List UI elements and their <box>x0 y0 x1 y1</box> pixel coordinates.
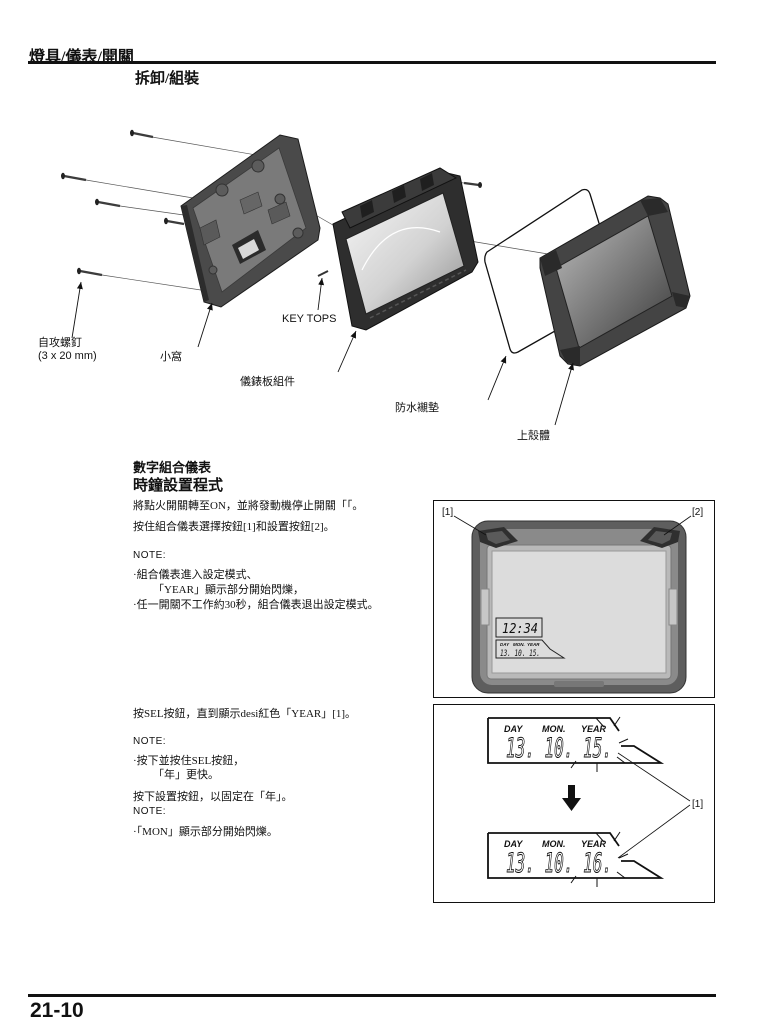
lcd-mon-label: MON. <box>542 724 566 734</box>
flash-rays <box>570 831 629 887</box>
lcd-before: DAY MON. YEAR 13. 10. 15. <box>487 716 665 772</box>
rear-cover-label: 小窩 <box>160 349 182 363</box>
step-3-text: 按SEL按鈕，直到顯示desi紅色「YEAR」[1]。 <box>133 708 357 720</box>
select-button <box>478 527 518 548</box>
set-callout-line <box>663 515 692 536</box>
lcd-year-label: YEAR <box>581 724 607 734</box>
upper-case-label: 上殼體 <box>517 429 550 442</box>
screen <box>491 550 667 674</box>
step-4-text: 按下設置按鈕，以固定在「年」。 <box>133 791 293 803</box>
lcd-year-label: YEAR <box>581 839 607 849</box>
gasket-leader <box>487 355 507 401</box>
self-tapping-screws <box>61 129 482 277</box>
step-2-text: 按住組合儀表選擇按鈕[1]和設置按鈕[2]。 <box>133 521 335 533</box>
screw <box>95 198 121 208</box>
lcd-date-frame <box>495 639 566 659</box>
lcd-day-label: DAY <box>500 642 510 647</box>
set-button <box>640 527 680 548</box>
screw <box>164 217 185 226</box>
meter-buttons-figure: [1] [2] 12:34 DAY MON. YEAR 13. 10. 15. <box>433 500 715 698</box>
lcd-day-label: DAY <box>504 839 523 849</box>
procedure-title: 時鐘設置程式 <box>133 478 224 494</box>
lcd-year-label: YEAR <box>527 642 540 647</box>
set-button-callout: [2] <box>692 507 703 518</box>
lcd-mon-label: MON. <box>542 839 566 849</box>
meter-assembly-label: 儀錶板組件 <box>240 374 295 388</box>
note-label: NOTE: <box>133 736 167 747</box>
lcd-date: 13. 10. 15. <box>506 733 612 764</box>
flash-rays <box>570 716 629 772</box>
guide-line <box>101 274 215 293</box>
upper-case-leader <box>554 362 574 426</box>
rear-cover <box>180 134 321 308</box>
year-digits-callout: [1] <box>692 799 703 810</box>
lcd-display: 12:34 DAY MON. YEAR 13. 10. 15. <box>495 617 566 659</box>
lcd-date: 13. 10. 15. <box>500 649 540 659</box>
lcd-clock: 12:34 <box>502 622 538 637</box>
lcd-frame <box>487 832 665 879</box>
section-title: 拆卸/組裝 <box>135 71 200 87</box>
note-line: ·「MON」顯示部分開始閃爍。 <box>133 826 278 838</box>
meter-buttons-drawing: [1] [2] 12:34 DAY MON. YEAR 13. 10. 15. <box>442 507 703 694</box>
meter-name-heading: 數字組合儀表 <box>133 460 212 475</box>
lcd-frame <box>487 717 665 764</box>
footer-rule <box>28 994 716 997</box>
lcd-clock-frame <box>495 617 543 638</box>
screw-leader <box>71 281 83 339</box>
year-setting-figure: DAY MON. YEAR 13. 10. 15. DAY MON. YEAR <box>433 704 715 903</box>
header-rule <box>28 61 716 64</box>
down-arrow-icon <box>562 785 581 811</box>
lcd-after: DAY MON. YEAR 13. 10. 16. <box>487 831 665 887</box>
gasket-label: 防水襯墊 <box>395 400 439 414</box>
screw-size-label: (3 x 20 mm) <box>38 350 97 362</box>
lcd-mon-label: MON. <box>513 642 525 647</box>
note-line: ·任一開關不工作約30秒，組合儀表退出設定模式。 <box>133 599 379 611</box>
rear-cover-leader <box>197 302 213 348</box>
bottom-tab <box>554 681 604 687</box>
key-tops-pin <box>317 270 329 277</box>
key-tops-leader <box>317 277 325 311</box>
instrument-panel-assembly <box>332 167 479 331</box>
screw <box>77 267 103 277</box>
screw <box>463 181 482 188</box>
select-button-callout: [1] <box>442 507 453 518</box>
select-callout-line <box>453 515 487 536</box>
page-number: 21-10 <box>30 999 84 1022</box>
side-tab-right <box>668 588 678 626</box>
note-line: 「YEAR」顯示部分開始閃爍， <box>153 584 304 596</box>
exploded-view-diagram: KEY TOPS 自攻螺釘 (3 x 20 mm) 小窩 儀錶板組件 防水襯墊 … <box>38 129 691 442</box>
screw-label: 自攻螺釘 <box>38 335 82 349</box>
note-label: NOTE: <box>133 806 167 817</box>
callout-line-top <box>617 752 691 802</box>
lcd-date: 13. 10. 16. <box>506 848 612 879</box>
note-label: NOTE: <box>133 550 167 561</box>
lcd-day-label: DAY <box>504 724 523 734</box>
key-tops-label: KEY TOPS <box>282 313 336 325</box>
note-line: ·按下並按住SEL按鈕， <box>133 755 245 767</box>
meter-assembly-leader <box>337 330 357 373</box>
note-line: ·組合儀表進入設定模式、 <box>133 569 258 581</box>
upper-case <box>539 195 691 367</box>
screw <box>130 129 154 139</box>
side-tab-left <box>480 588 490 626</box>
note-line: 「年」更快。 <box>153 769 219 781</box>
callout-line-bottom <box>617 804 691 859</box>
leader-arrows <box>71 277 574 426</box>
screw <box>61 172 87 182</box>
year-setting-drawing: DAY MON. YEAR 13. 10. 15. DAY MON. YEAR <box>487 716 703 887</box>
guide-line <box>85 179 206 201</box>
step-1-text: 將點火開關轉至ON，並將發動機停止開關「「。 <box>133 500 364 512</box>
